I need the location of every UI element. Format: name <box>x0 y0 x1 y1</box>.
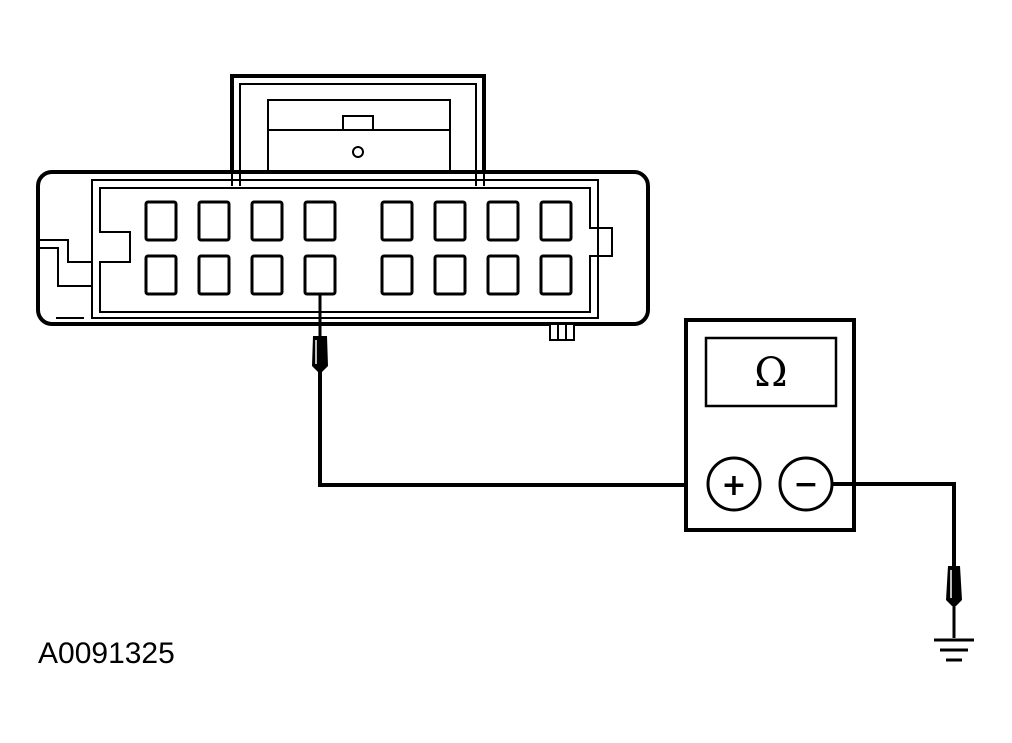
pin-row-1 <box>144 200 573 242</box>
positive-lead-wire <box>318 372 708 487</box>
figure-id-label: A0091325 <box>38 637 175 670</box>
positive-test-probe <box>312 294 328 372</box>
pin-2-6 <box>433 254 467 296</box>
pin-1-3 <box>250 200 284 242</box>
connector-latch <box>549 323 575 341</box>
connector <box>36 74 650 341</box>
ground-test-probe <box>946 566 962 638</box>
positive-terminal-label: + <box>721 468 746 503</box>
negative-lead-wire <box>832 482 956 566</box>
pin-1-1 <box>144 200 178 242</box>
ohmmeter: Ω + − <box>684 318 856 532</box>
pin-2-7 <box>486 254 520 296</box>
connector-locking-tab <box>230 74 486 188</box>
positive-terminal <box>706 456 762 512</box>
ground-icon <box>934 638 974 662</box>
pin-1-5 <box>380 200 414 242</box>
pin-1-2 <box>197 200 231 242</box>
connector-housing <box>36 170 650 326</box>
pin-1-8 <box>539 200 573 242</box>
pin-1-4 <box>303 200 337 242</box>
pin-2-2 <box>197 254 231 296</box>
pin-2-8 <box>539 254 573 296</box>
connector-left-key <box>40 239 92 287</box>
negative-terminal-label: − <box>793 467 818 502</box>
pin-row-2 <box>144 254 573 296</box>
pin-1-7 <box>486 200 520 242</box>
pin-2-3 <box>250 254 284 296</box>
pin-2-5 <box>380 254 414 296</box>
pin-1-6 <box>433 200 467 242</box>
pin-2-1 <box>144 254 178 296</box>
ohmmeter-display <box>704 336 838 408</box>
ohm-symbol: Ω <box>754 350 787 396</box>
